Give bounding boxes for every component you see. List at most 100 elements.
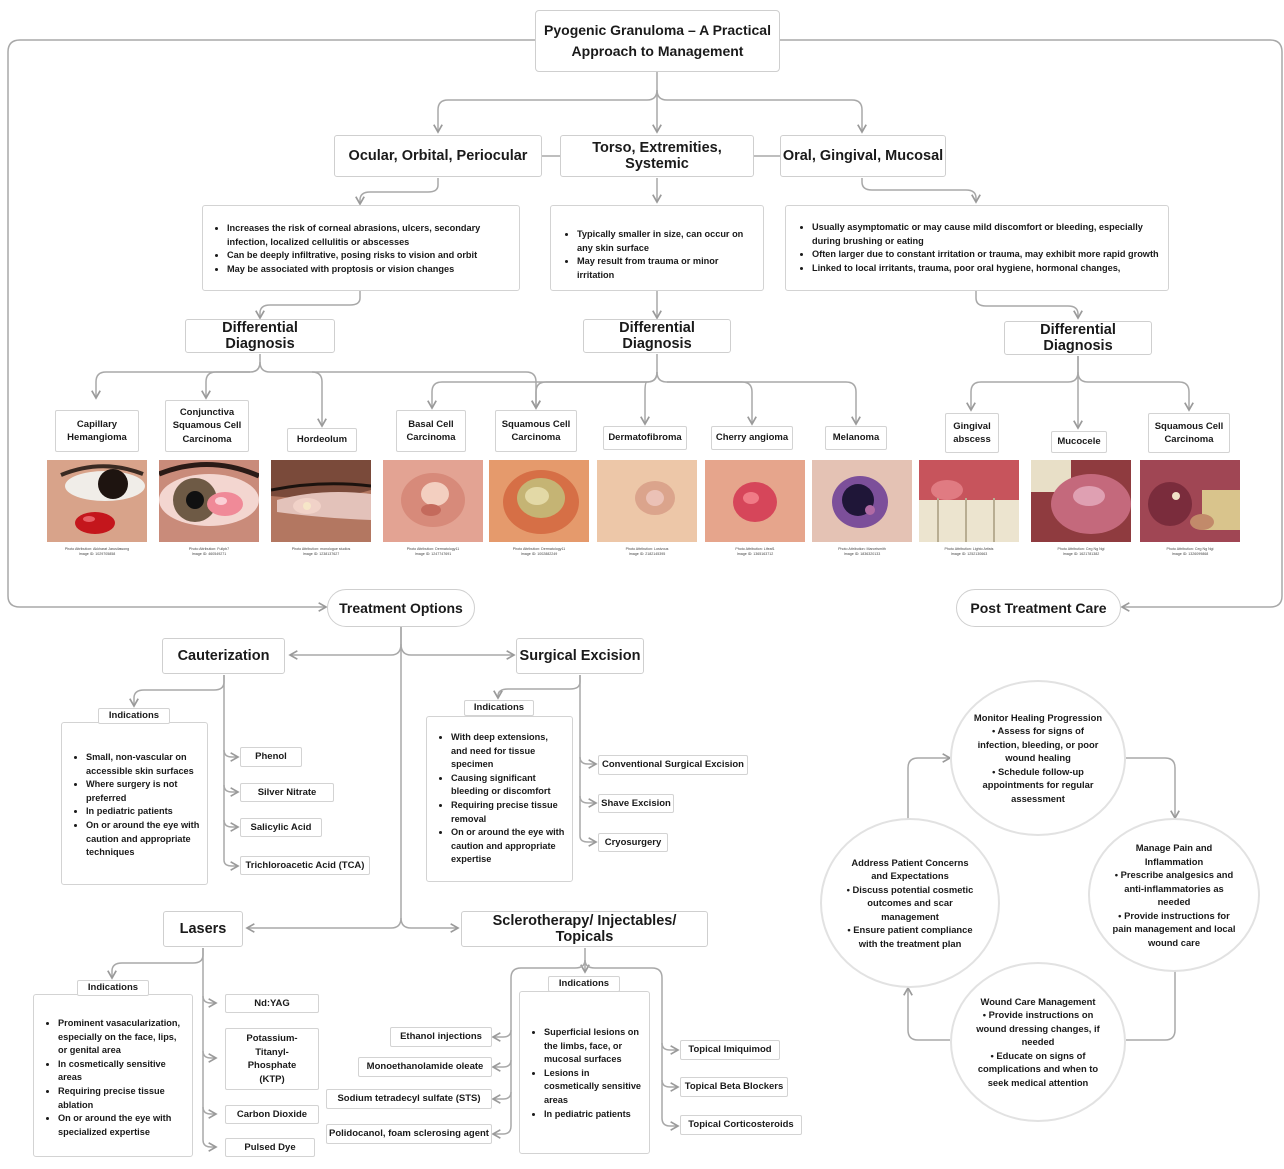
diagnosis-squamous-cell-carcinoma: Squamous Cell Carcinoma [495,410,577,452]
surgical-indications: With deep extensions, and need for tissu… [426,716,573,882]
indication-item: Causing significant bleeding or discomfo… [451,772,566,799]
diagnosis-capillary-hemangioma: Capillary Hemangioma [55,410,139,452]
photo-oral-scc [1140,460,1240,542]
option-phenol: Phenol [240,747,302,767]
indication-item: Where surgery is not preferred [86,778,201,805]
lasers-indications-label: Indications [77,980,149,996]
feature-item: Often larger due to constant irritation … [812,248,1162,262]
option-monoethanolamide-oleate: Monoethanolamide oleate [358,1057,492,1077]
sclerotherapy-indications: Superficial lesions on the limbs, face, … [519,991,650,1154]
sclerotherapy-indications-label: Indications [548,976,620,992]
option-pulsed-dye: Pulsed Dye [225,1138,315,1157]
feature-item: Usually asymptomatic or may cause mild d… [812,221,1162,248]
photo-hordeolum [271,460,371,542]
page-title: Pyogenic Granuloma – A Practical Approac… [535,10,780,72]
option-sts: Sodium tetradecyl sulfate (STS) [326,1089,492,1109]
indication-item: Prominent vasacularization, especially o… [58,1017,186,1058]
option-ktp: Potassium-Titanyl-Phosphate (KTP) [225,1028,319,1090]
option-cryosurgery: Cryosurgery [598,833,668,852]
care-wound-management: Wound Care Management Provide instructio… [950,962,1126,1122]
feature-item: Increases the risk of corneal abrasions,… [227,222,511,249]
photo-basal-cell-carcinoma [383,460,483,542]
option-topical-beta-blockers: Topical Beta Blockers [680,1077,788,1097]
ocular-features: Increases the risk of corneal abrasions,… [202,205,520,291]
option-silver-nitrate: Silver Nitrate [240,783,334,802]
differential-diagnosis-ocular: Differential Diagnosis [185,319,335,353]
oral-features: Usually asymptomatic or may cause mild d… [785,205,1169,291]
diagnosis-dermatofibroma: Dermatofibroma [603,426,687,450]
option-shave-excision: Shave Excision [598,794,674,813]
diagnosis-mucocele: Mucocele [1051,431,1107,453]
option-topical-imiquimod: Topical Imiquimod [680,1040,780,1060]
photo-conjunctiva-scc [159,460,259,542]
diagnosis-melanoma: Melanoma [825,426,887,450]
care-patient-concerns: Address Patient Concerns and Expectation… [820,818,1000,988]
option-carbon-dioxide: Carbon Dioxide [225,1105,319,1124]
indication-item: Lesions in cosmetically sensitive areas [544,1067,643,1108]
option-tca: Trichloroacetic Acid (TCA) [240,856,370,875]
indication-item: On or around the eye with caution and ap… [86,819,201,860]
surgical-excision-header: Surgical Excision [516,638,644,674]
diagnosis-hordeolum: Hordeolum [287,428,357,452]
feature-item: May result from trauma or minor irritati… [577,255,755,282]
differential-diagnosis-torso: Differential Diagnosis [583,319,731,353]
care-manage-pain: Manage Pain and Inflammation Prescribe a… [1088,818,1260,972]
indication-item: Requiring precise tissue ablation [58,1085,186,1112]
option-nd-yag: Nd:YAG [225,994,319,1013]
photo-melanoma [812,460,912,542]
indication-item: On or around the eye with caution and ap… [451,826,566,867]
feature-item: Can be deeply infiltrative, posing risks… [227,249,511,263]
care-monitor-healing: Monitor Healing Progression Assess for s… [950,680,1126,836]
photo-capillary-hemangioma [47,460,147,542]
option-ethanol-injections: Ethanol injections [390,1027,492,1047]
category-torso: Torso, Extremities, Systemic [560,135,754,177]
indication-item: With deep extensions, and need for tissu… [451,731,566,772]
surgical-indications-label: Indications [464,700,534,716]
torso-features: Typically smaller in size, can occur on … [550,205,764,291]
indication-item: Requiring precise tissue removal [451,799,566,826]
sclerotherapy-header: Sclerotherapy/ Injectables/ Topicals [461,911,708,947]
feature-item: May be associated with proptosis or visi… [227,263,511,277]
option-topical-corticosteroids: Topical Corticosteroids [680,1115,802,1135]
photo-squamous-cell-carcinoma [489,460,589,542]
indication-item: On or around the eye with specialized ex… [58,1112,186,1139]
option-salicylic-acid: Salicylic Acid [240,818,322,837]
category-ocular: Ocular, Orbital, Periocular [334,135,542,177]
diagnosis-cherry-angioma: Cherry angioma [711,426,793,450]
indication-item: In pediatric patients [86,805,201,819]
option-conventional-surgical-excision: Conventional Surgical Excision [598,755,748,775]
lasers-header: Lasers [163,911,243,947]
cauterization-indications: Small, non-vascular on accessible skin s… [61,722,208,885]
option-polidocanol: Polidocanol, foam sclerosing agent [326,1124,492,1144]
diagnosis-oral-scc: Squamous Cell Carcinoma [1148,413,1230,453]
diagnosis-gingival-abscess: Gingival abscess [945,413,999,453]
feature-item: Typically smaller in size, can occur on … [577,228,755,255]
photo-cherry-angioma [705,460,805,542]
indication-item: In cosmetically sensitive areas [58,1058,186,1085]
photo-gingival-abscess [919,460,1019,542]
photo-dermatofibroma [597,460,697,542]
cauterization-header: Cauterization [162,638,285,674]
differential-diagnosis-oral: Differential Diagnosis [1004,321,1152,355]
cauterization-indications-label: Indications [98,708,170,724]
photo-mucocele [1031,460,1131,542]
lasers-indications: Prominent vasacularization, especially o… [33,994,193,1157]
indication-item: Superficial lesions on the limbs, face, … [544,1026,643,1067]
feature-item: Linked to local irritants, trauma, poor … [812,262,1162,276]
post-treatment-care-header: Post Treatment Care [956,589,1121,627]
diagnosis-basal-cell-carcinoma: Basal Cell Carcinoma [396,410,466,452]
category-oral: Oral, Gingival, Mucosal [780,135,946,177]
indication-item: In pediatric patients [544,1108,643,1122]
treatment-options-header: Treatment Options [327,589,475,627]
